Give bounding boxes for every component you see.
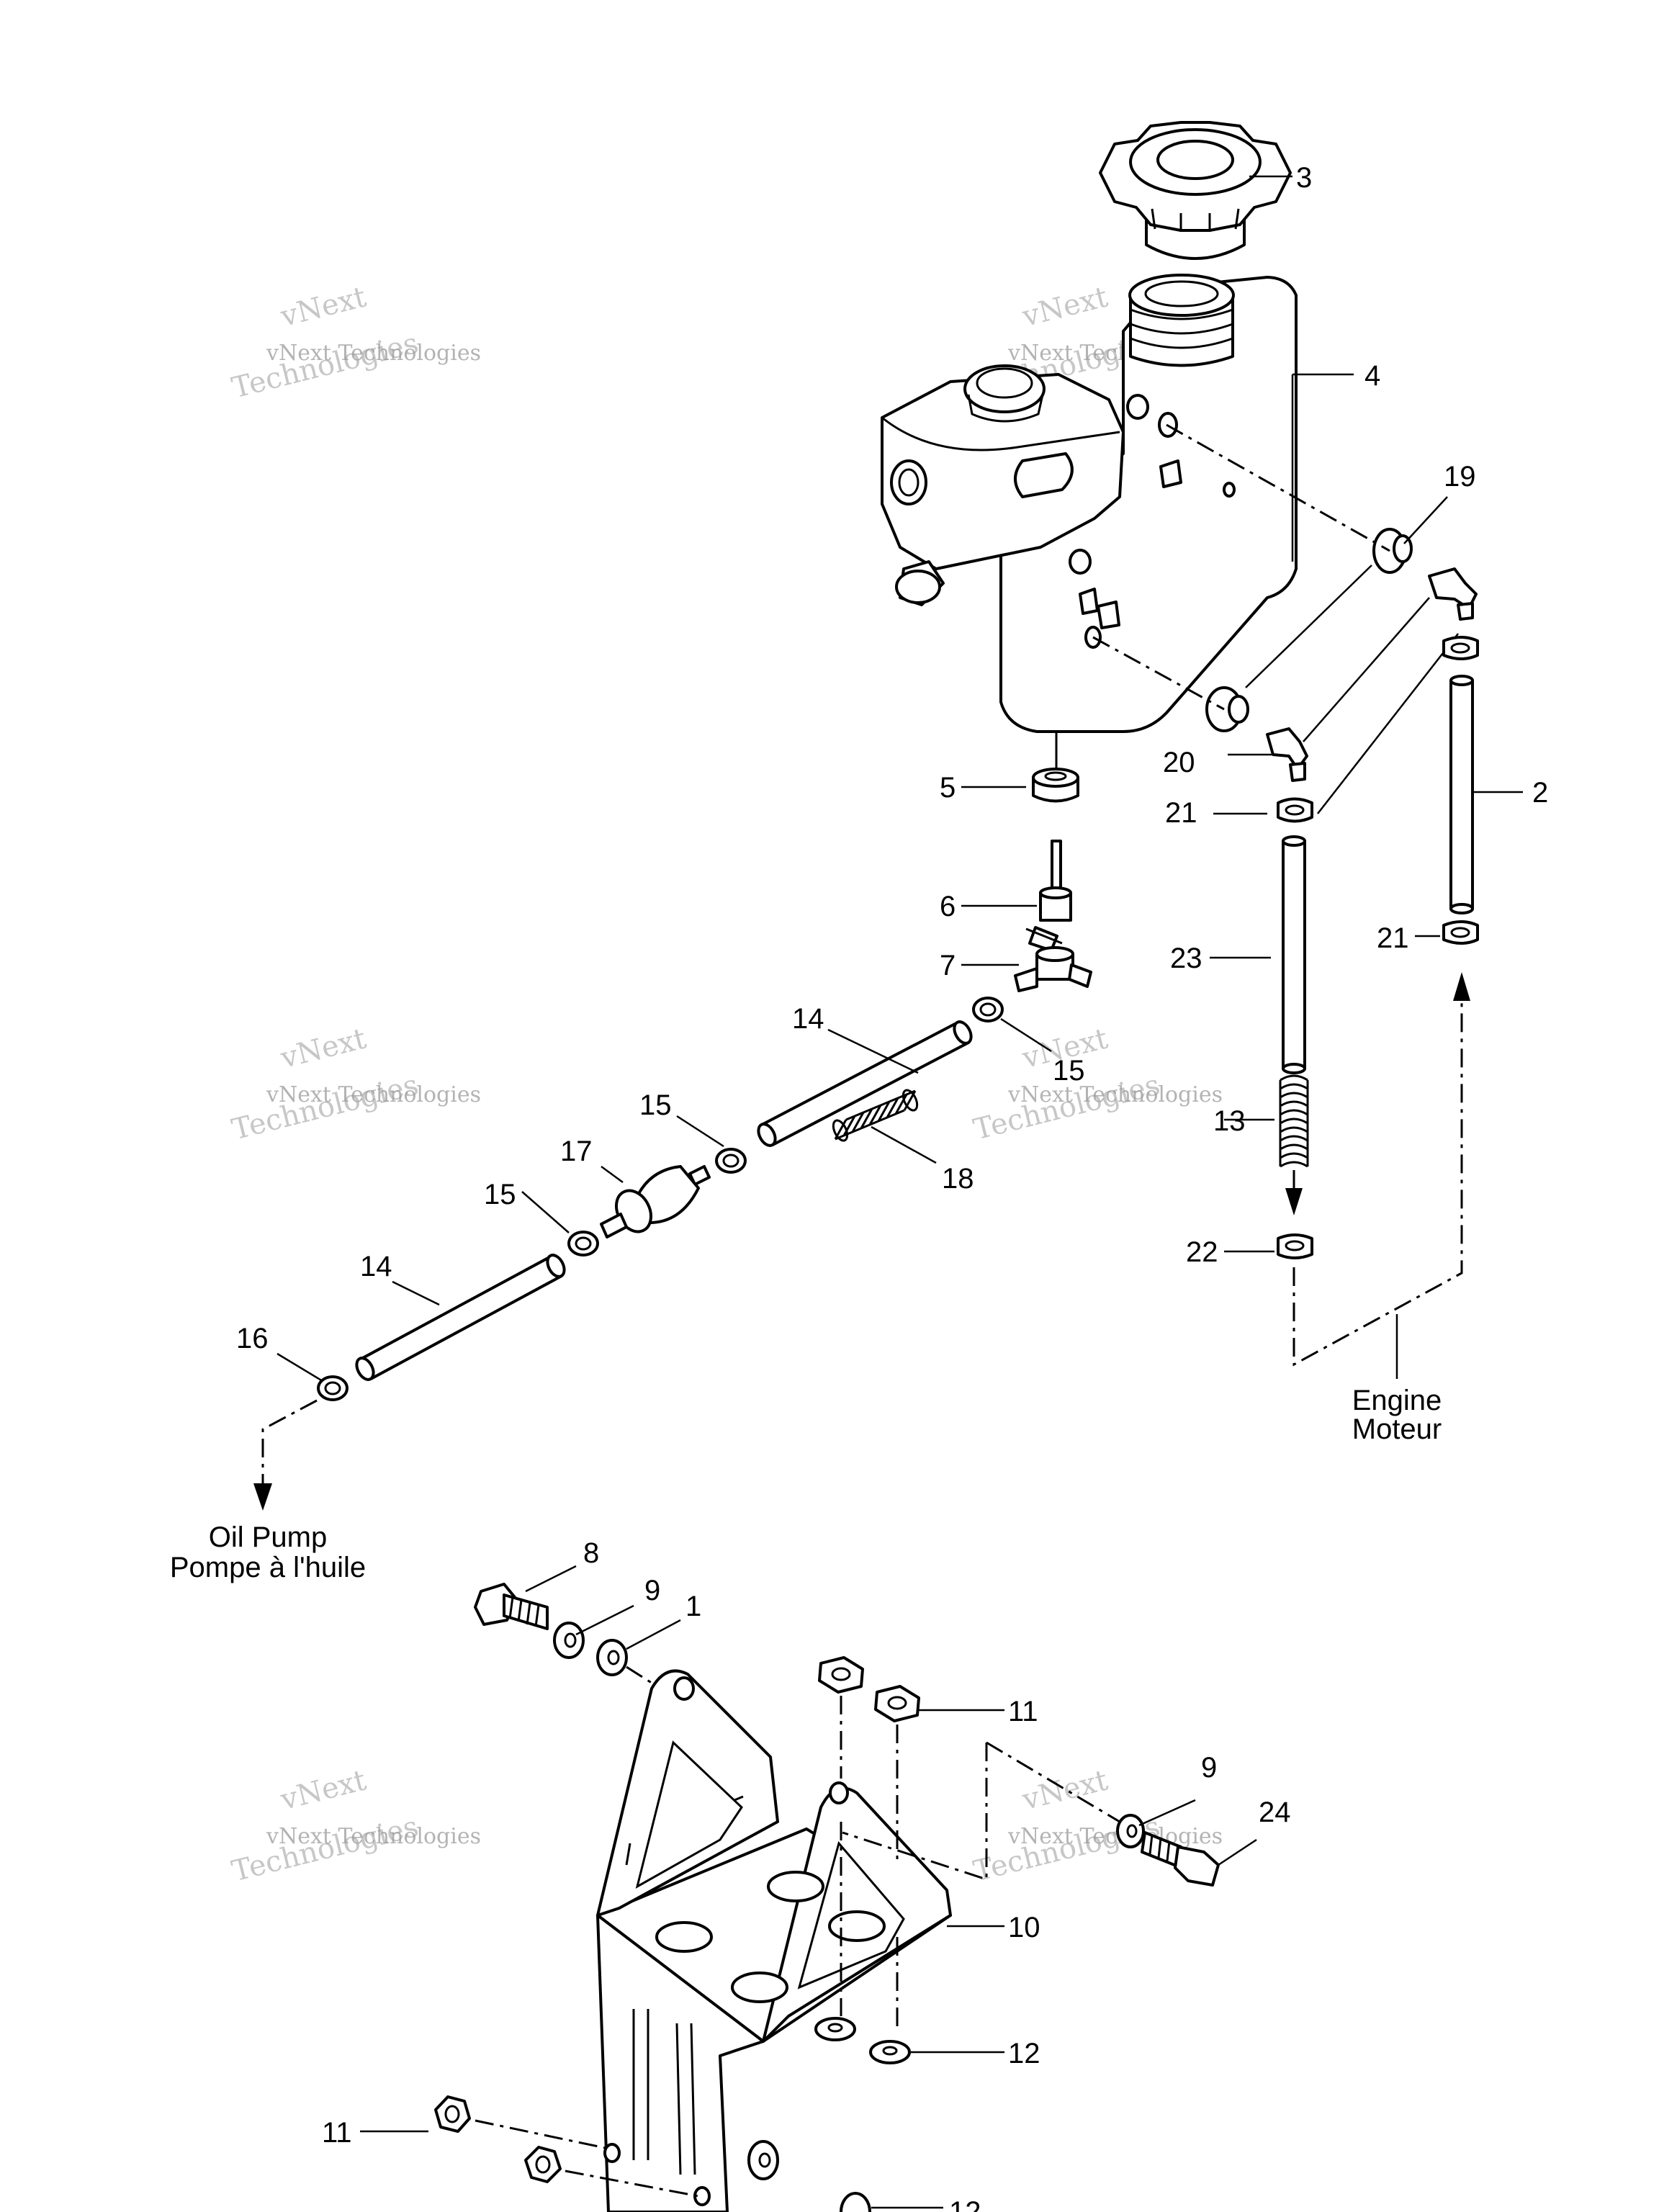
hose-2 (1449, 675, 1474, 914)
clamp-21-bottom-right (1442, 920, 1479, 945)
callout-7: 7 (940, 950, 956, 981)
nut-11-bottom (434, 2095, 471, 2133)
watermark-top-left: vNext vNext Technologies Technologies (229, 280, 481, 405)
engine-label-en: Engine (1352, 1385, 1442, 1416)
clamp-21-top-right (1442, 636, 1479, 660)
watermark-bottom-right: vNext vNext Technologies Technologies (971, 1763, 1223, 1888)
callout-6: 6 (940, 891, 956, 922)
engine-label-fr: Moteur (1352, 1413, 1442, 1445)
watermark-text-2: vNext Technologies (266, 341, 481, 366)
oil-pump-label-fr: Pompe à l'huile (170, 1552, 366, 1583)
callout-9-left: 9 (644, 1575, 660, 1606)
callout-15-upper: 15 (639, 1089, 672, 1121)
filter-screen-6 (1039, 840, 1072, 922)
watermark-text-3: Technologies (229, 327, 422, 405)
washer-9-left (553, 1622, 585, 1659)
shutoff-valve-7 (1014, 926, 1092, 992)
callout-24: 24 (1259, 1797, 1291, 1828)
bolt-24 (1141, 1831, 1220, 1887)
svg-text:vNext: vNext (1019, 280, 1111, 333)
washer-1 (596, 1639, 628, 1676)
nut-11-top-right (874, 1685, 920, 1722)
elbow-fitting-lower (1266, 727, 1308, 782)
svg-text:vNext: vNext (277, 1022, 369, 1075)
washer-12-left (814, 2017, 856, 2041)
watermark-bottom-left: vNext vNext Technologies Technologies (229, 1763, 481, 1889)
elbow-fitting-upper (1428, 567, 1478, 621)
callout-8: 8 (583, 1537, 599, 1569)
hose-14-upper (757, 1020, 973, 1147)
oil-tank (881, 274, 1298, 756)
clamp-16 (317, 1375, 349, 1401)
callout-10: 10 (1008, 1912, 1040, 1943)
oil-pump-label-en: Oil Pump (209, 1521, 328, 1553)
nut-11-top-left (818, 1656, 864, 1694)
svg-text:vNext: vNext (1019, 1763, 1111, 1817)
svg-text:vNext: vNext (277, 1763, 369, 1817)
callout-14-upper: 14 (792, 1003, 824, 1035)
clamp-15-upper-right (972, 997, 1004, 1022)
washer-bottom-1 (747, 2140, 779, 2180)
svg-text:vNext Technologies: vNext Technologies (266, 1082, 481, 1107)
svg-text:vNext Technologies: vNext Technologies (1007, 1824, 1223, 1849)
callout-22: 22 (1186, 1236, 1218, 1268)
clamp-22 (1277, 1233, 1313, 1259)
arrow-down-engine-feed (1285, 1188, 1303, 1215)
grommet-5 (1032, 768, 1079, 803)
svg-text:vNext Technologies: vNext Technologies (1007, 1082, 1223, 1107)
callout-17: 17 (560, 1136, 593, 1167)
nut-bottom-2 (524, 2146, 562, 2183)
tank-cap (1099, 121, 1292, 260)
svg-text:Technologies: Technologies (229, 1069, 422, 1147)
callout-16: 16 (236, 1323, 269, 1354)
callout-15-lower: 15 (484, 1179, 516, 1210)
clamp-15-lower (567, 1231, 599, 1256)
callout-23: 23 (1170, 943, 1202, 974)
callout-4: 4 (1364, 360, 1380, 392)
grommet-20 (1205, 686, 1249, 732)
callout-12-right: 12 (1008, 2038, 1040, 2069)
grommet-19 (1372, 528, 1413, 574)
callout-5: 5 (940, 772, 956, 804)
callout-14-lower: 14 (360, 1251, 392, 1282)
callout-15-right: 15 (1053, 1055, 1085, 1087)
callout-9-right: 9 (1201, 1752, 1217, 1784)
callout-19: 19 (1444, 461, 1476, 493)
callout-20: 20 (1163, 747, 1195, 778)
fuel-filter-17 (600, 1165, 711, 1238)
callout-1: 1 (685, 1591, 701, 1622)
watermark-text-1: vNext (277, 280, 369, 333)
destination-oil-pump: Oil Pump Pompe à l'huile (170, 1521, 366, 1583)
callout-labels: 3 4 19 2 5 20 21 21 6 7 23 14 15 15 13 1… (236, 162, 1548, 2212)
leader-lines (276, 175, 1523, 2209)
clamp-15-middle (715, 1148, 747, 1174)
spring-18 (832, 1089, 919, 1142)
callout-3: 3 (1296, 162, 1312, 194)
svg-text:Technologies: Technologies (229, 1810, 422, 1889)
washer-9-right (1116, 1814, 1145, 1848)
arrow-up-engine-return (1453, 972, 1470, 1001)
callout-18: 18 (942, 1163, 974, 1195)
svg-text:vNext Technologies: vNext Technologies (266, 1824, 481, 1849)
callout-2: 2 (1532, 777, 1548, 809)
washer-12-right (869, 2040, 911, 2064)
spring-13 (1279, 1074, 1309, 1168)
callout-12-bottom: 12 (949, 2196, 981, 2212)
washer-12-bottom (840, 2192, 871, 2212)
arrow-down-oil-pump (253, 1483, 272, 1511)
watermark-mid-right: vNext vNext Technologies Technologies (971, 1022, 1223, 1146)
clamp-21-left (1277, 797, 1313, 823)
callout-21-left: 21 (1165, 797, 1197, 829)
callout-11-top: 11 (1008, 1696, 1038, 1727)
watermark-mid-left: vNext vNext Technologies Technologies (229, 1022, 481, 1147)
destination-engine: Engine Moteur (1352, 1385, 1442, 1445)
hose-23 (1282, 835, 1306, 1074)
callout-13: 13 (1213, 1105, 1246, 1137)
callout-11-bottom: 11 (322, 2117, 352, 2149)
bolt-8 (474, 1583, 549, 1630)
callout-21-right: 21 (1377, 922, 1409, 954)
hose-14-lower (355, 1254, 566, 1381)
